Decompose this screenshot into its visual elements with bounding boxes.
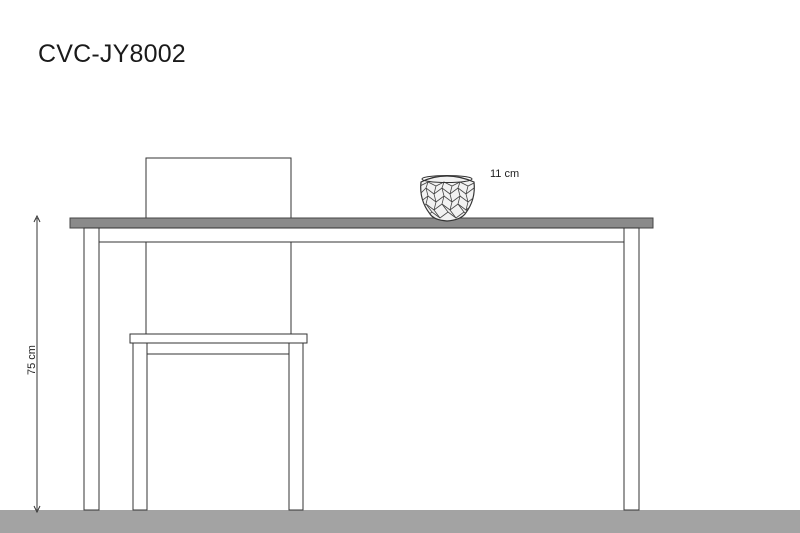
table-apron <box>83 227 640 243</box>
chair-leg-left <box>132 342 148 511</box>
table-leg-left <box>83 227 100 511</box>
table-top <box>69 217 654 229</box>
table-height-label: 75 cm <box>26 345 38 375</box>
faceted-vase-icon <box>420 175 475 222</box>
chair-apron <box>132 342 304 355</box>
chair-leg-right <box>288 342 304 511</box>
product-code-title: CVC-JY8002 <box>38 40 186 68</box>
chair-seat <box>129 333 308 344</box>
double-arrow-icon <box>33 214 41 514</box>
floor <box>0 510 800 533</box>
chair-backrest <box>145 157 292 219</box>
vase-height-label: 11 cm <box>490 168 520 180</box>
table-leg-right <box>623 227 640 511</box>
